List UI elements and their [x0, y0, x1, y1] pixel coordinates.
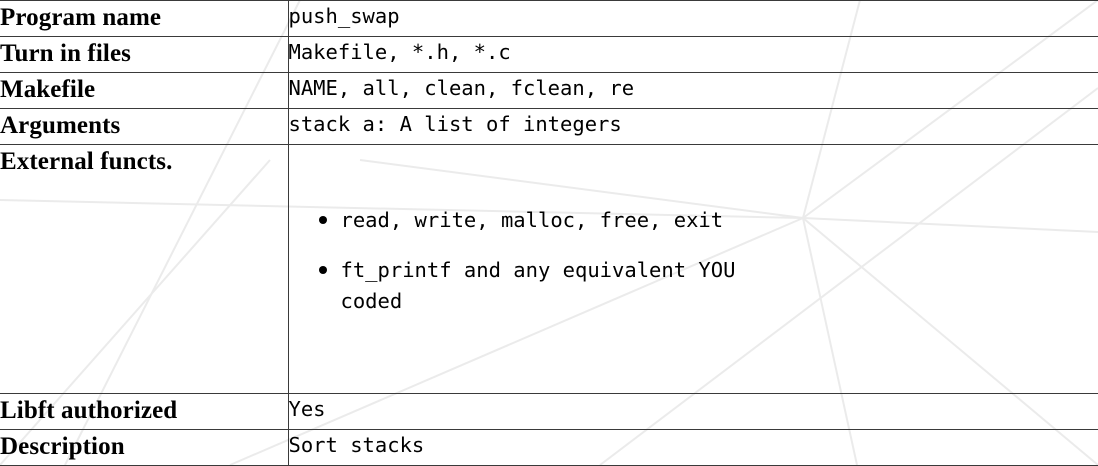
row-value-description: Sort stacks — [288, 430, 1098, 466]
list-item-text: read, write, malloc, free, exit — [341, 205, 781, 236]
row-value-arguments: stack a: A list of integers — [288, 109, 1098, 145]
table-row-makefile: Makefile NAME, all, clean, fclean, re — [0, 73, 1098, 109]
value-text: push_swap — [289, 1, 1098, 33]
table-row-program-name: Program name push_swap — [0, 1, 1098, 37]
table-row-description: Description Sort stacks — [0, 430, 1098, 466]
list-item: read, write, malloc, free, exit — [341, 205, 781, 236]
value-text: stack a: A list of integers — [289, 109, 1098, 141]
row-label-turn-in-files: Turn in files — [0, 37, 288, 73]
bullet-icon — [319, 266, 327, 274]
bullet-icon — [319, 216, 327, 224]
row-label-libft-authorized: Libft authorized — [0, 394, 288, 430]
list-item-text: ft_printf and any equivalent YOU coded — [341, 255, 781, 317]
value-text: Sort stacks — [289, 430, 1098, 462]
row-value-external-functions: read, write, malloc, free, exit ft_print… — [288, 145, 1098, 394]
value-text: Yes — [289, 394, 1098, 426]
label-text: Description — [0, 430, 288, 465]
external-functions-list: read, write, malloc, free, exit ft_print… — [289, 145, 1098, 317]
row-value-turn-in-files: Makefile, *.h, *.c — [288, 37, 1098, 73]
row-label-makefile: Makefile — [0, 73, 288, 109]
row-label-arguments: Arguments — [0, 109, 288, 145]
row-label-external-functions: External functs. — [0, 145, 288, 394]
list-item: ft_printf and any equivalent YOU coded — [341, 255, 781, 317]
row-value-libft-authorized: Yes — [288, 394, 1098, 430]
label-text: Arguments — [0, 109, 288, 144]
label-text: Turn in files — [0, 37, 288, 72]
table-row-libft-authorized: Libft authorized Yes — [0, 394, 1098, 430]
row-value-makefile: NAME, all, clean, fclean, re — [288, 73, 1098, 109]
row-value-program-name: push_swap — [288, 1, 1098, 37]
label-text: Makefile — [0, 73, 288, 108]
value-text: Makefile, *.h, *.c — [289, 37, 1098, 69]
table-row-external-functions: External functs. read, write, malloc, fr… — [0, 145, 1098, 394]
row-label-description: Description — [0, 430, 288, 466]
label-text: External functs. — [0, 145, 288, 174]
label-text: Program name — [0, 1, 288, 36]
value-text: NAME, all, clean, fclean, re — [289, 73, 1098, 105]
row-label-program-name: Program name — [0, 1, 288, 37]
label-text: Libft authorized — [0, 394, 288, 429]
table-row-arguments: Arguments stack a: A list of integers — [0, 109, 1098, 145]
table-row-turn-in-files: Turn in files Makefile, *.h, *.c — [0, 37, 1098, 73]
